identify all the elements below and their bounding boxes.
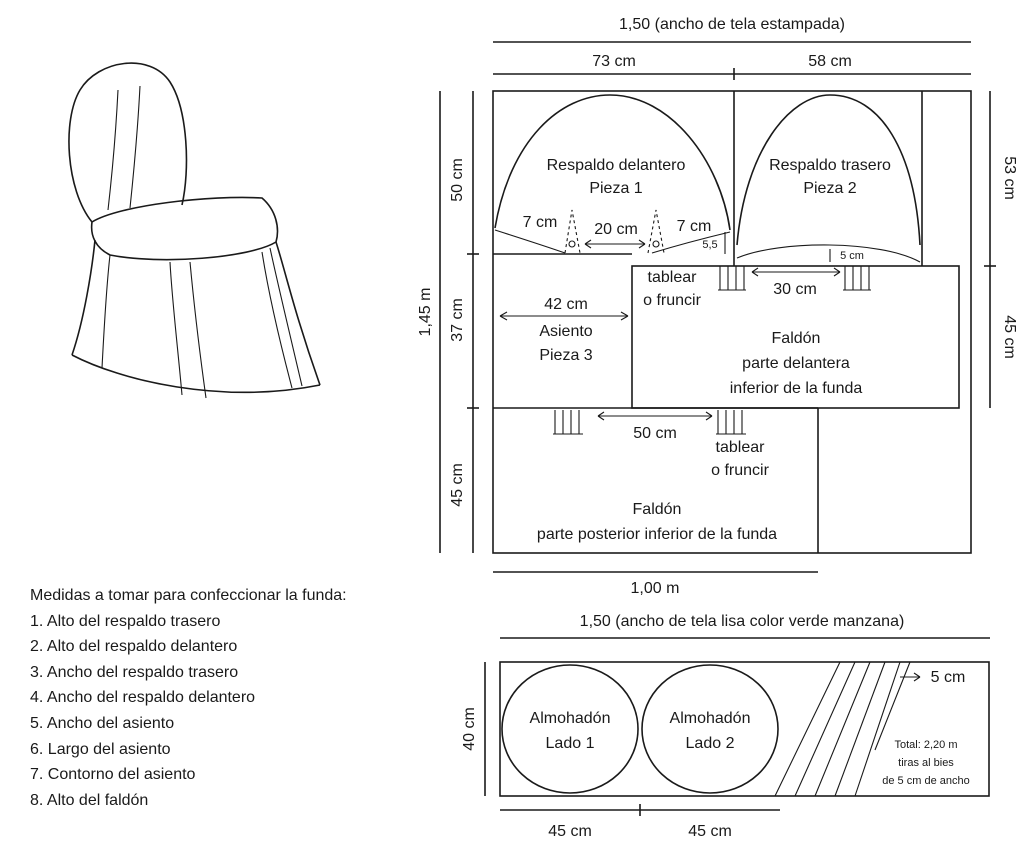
seat-title: Asiento [539, 323, 592, 340]
seat-piece: Pieza 3 [539, 347, 592, 364]
dim-42-label: 42 cm [544, 296, 588, 313]
width-100-label: 1,00 m [631, 580, 680, 597]
skirt-back-2: parte posterior inferior de la funda [537, 526, 777, 543]
skirt-back-1: Faldón [633, 501, 682, 518]
dart-20-label: 20 cm [594, 221, 638, 238]
cushion-1-side: Lado 1 [546, 735, 595, 752]
tablear-1-label: tablear [648, 269, 698, 286]
strip-5-label: 5 cm [931, 669, 966, 686]
fruncir-1-label: o fruncir [643, 292, 701, 309]
chair-illustration [68, 62, 321, 399]
rear-backrest-piece: Pieza 2 [803, 180, 856, 197]
printed-fabric-layout [439, 41, 996, 573]
total-line-2: tiras al bies [898, 757, 954, 769]
cushion-2-title: Almohadón [670, 710, 751, 727]
height-53-label: 53 cm [1001, 156, 1018, 200]
dart-7b-label: 7 cm [677, 218, 712, 235]
cushion-1-title: Almohadón [530, 710, 611, 727]
dim-55-label: 5,5 [702, 239, 717, 251]
pleat-arrows [553, 266, 871, 435]
measurement-item: 1. Alto del respaldo trasero [30, 612, 221, 630]
total-line-1: Total: 2,20 m [895, 739, 958, 751]
measurement-item: 2. Alto del respaldo delantero [30, 638, 238, 656]
total-line-3: de 5 cm de ancho [882, 775, 969, 787]
measurement-item: 7. Contorno del asiento [30, 766, 196, 784]
height-145-label: 1,45 m [417, 288, 434, 337]
width-73-label: 73 cm [592, 53, 636, 70]
width-45b-label: 45 cm [688, 823, 732, 840]
skirt-front-3: inferior de la funda [730, 380, 863, 397]
dart-7a-label: 7 cm [523, 214, 558, 231]
plain-width-label: 1,50 (ancho de tela lisa color verde man… [580, 613, 905, 630]
skirt-front-1: Faldón [772, 330, 821, 347]
rear-backrest-title: Respaldo trasero [769, 157, 891, 174]
measurements-title: Medidas a tomar para confeccionar la fun… [30, 587, 347, 604]
printed-width-label: 1,50 (ancho de tela estampada) [619, 16, 845, 33]
fruncir-2-label: o fruncir [711, 462, 769, 479]
height-37-label: 37 cm [449, 298, 466, 342]
height-40-label: 40 cm [461, 707, 478, 751]
measurement-item: 5. Ancho del asiento [30, 714, 175, 732]
plain-fabric-layout [484, 637, 990, 816]
front-backrest-piece: Pieza 1 [589, 180, 642, 197]
height-50-label: 50 cm [449, 158, 466, 202]
skirt-front-2: parte delantera [742, 355, 850, 372]
height-45-right-label: 45 cm [1001, 315, 1018, 359]
dim-50-label: 50 cm [633, 425, 677, 442]
width-58-label: 58 cm [808, 53, 852, 70]
dim-30-label: 30 cm [773, 281, 817, 298]
height-45-left-label: 45 cm [449, 463, 466, 507]
cushion-2-side: Lado 2 [686, 735, 735, 752]
front-backrest-title: Respaldo delantero [547, 157, 686, 174]
measurement-item: 6. Largo del asiento [30, 740, 171, 758]
printed-fabric-labels: 1,50 (ancho de tela estampada) 73 cm 58 … [417, 16, 1018, 597]
tablear-2-label: tablear [716, 439, 766, 456]
measurement-item: 4. Ancho del respaldo delantero [30, 689, 256, 707]
plain-fabric-labels: 1,50 (ancho de tela lisa color verde man… [461, 613, 970, 840]
measurement-item: 3. Ancho del respaldo trasero [30, 663, 239, 681]
measurement-item: 8. Alto del faldón [30, 791, 149, 809]
dim-5-label: 5 cm [840, 250, 864, 262]
width-45a-label: 45 cm [548, 823, 592, 840]
measurements-list: Medidas a tomar para confeccionar la fun… [30, 583, 450, 813]
